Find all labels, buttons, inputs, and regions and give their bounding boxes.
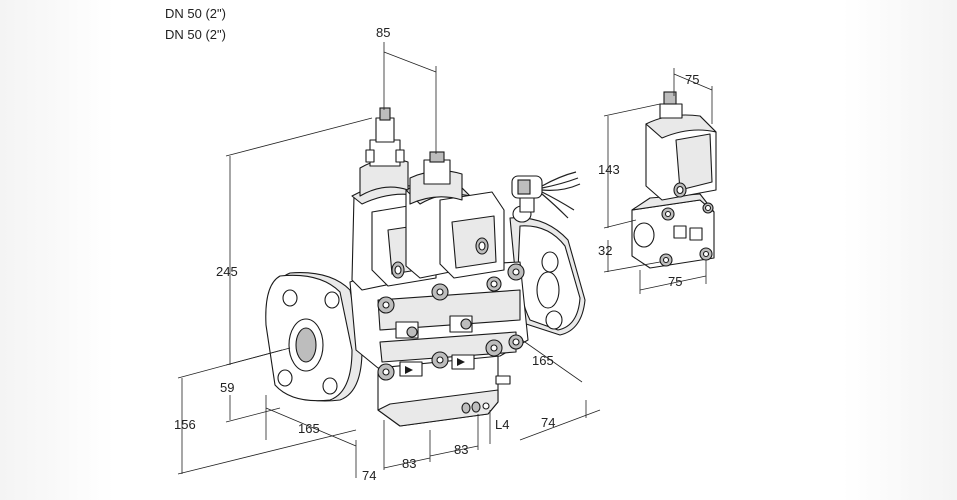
dim-83-b: 83 bbox=[454, 442, 468, 457]
dim-75-bottom: 75 bbox=[668, 274, 682, 289]
dim-75-top: 75 bbox=[685, 72, 699, 87]
dim-245: 245 bbox=[216, 264, 238, 279]
dim-165-right: 165 bbox=[532, 353, 554, 368]
dim-L4: L4 bbox=[495, 417, 509, 432]
cable-plug bbox=[511, 171, 581, 219]
connector-stack-right bbox=[409, 151, 463, 205]
dim-165-left: 165 bbox=[298, 421, 320, 436]
dim-32: 32 bbox=[598, 243, 612, 258]
dim-74-bottom: 74 bbox=[362, 468, 376, 483]
main-valve-assembly bbox=[265, 107, 586, 427]
dim-85: 85 bbox=[376, 25, 390, 40]
dimension-labels: 85 245 59 156 165 165 74 83 83 L4 74 75 … bbox=[174, 25, 699, 483]
right-flange bbox=[509, 205, 586, 336]
solenoid-coil-right bbox=[405, 179, 505, 279]
dimension-lines bbox=[177, 42, 713, 478]
dim-143: 143 bbox=[598, 162, 620, 177]
body-screws bbox=[377, 263, 525, 381]
connector-stack-left bbox=[359, 107, 409, 197]
valve-body bbox=[349, 261, 529, 377]
title-line-1: DN 50 (2") bbox=[165, 6, 226, 21]
dim-83-a: 83 bbox=[402, 456, 416, 471]
dim-156: 156 bbox=[174, 417, 196, 432]
title-line-2: DN 50 (2") bbox=[165, 27, 226, 42]
detail-valve-view bbox=[631, 91, 717, 269]
dim-74-right: 74 bbox=[541, 415, 555, 430]
left-flange bbox=[265, 272, 363, 402]
dim-59: 59 bbox=[220, 380, 234, 395]
